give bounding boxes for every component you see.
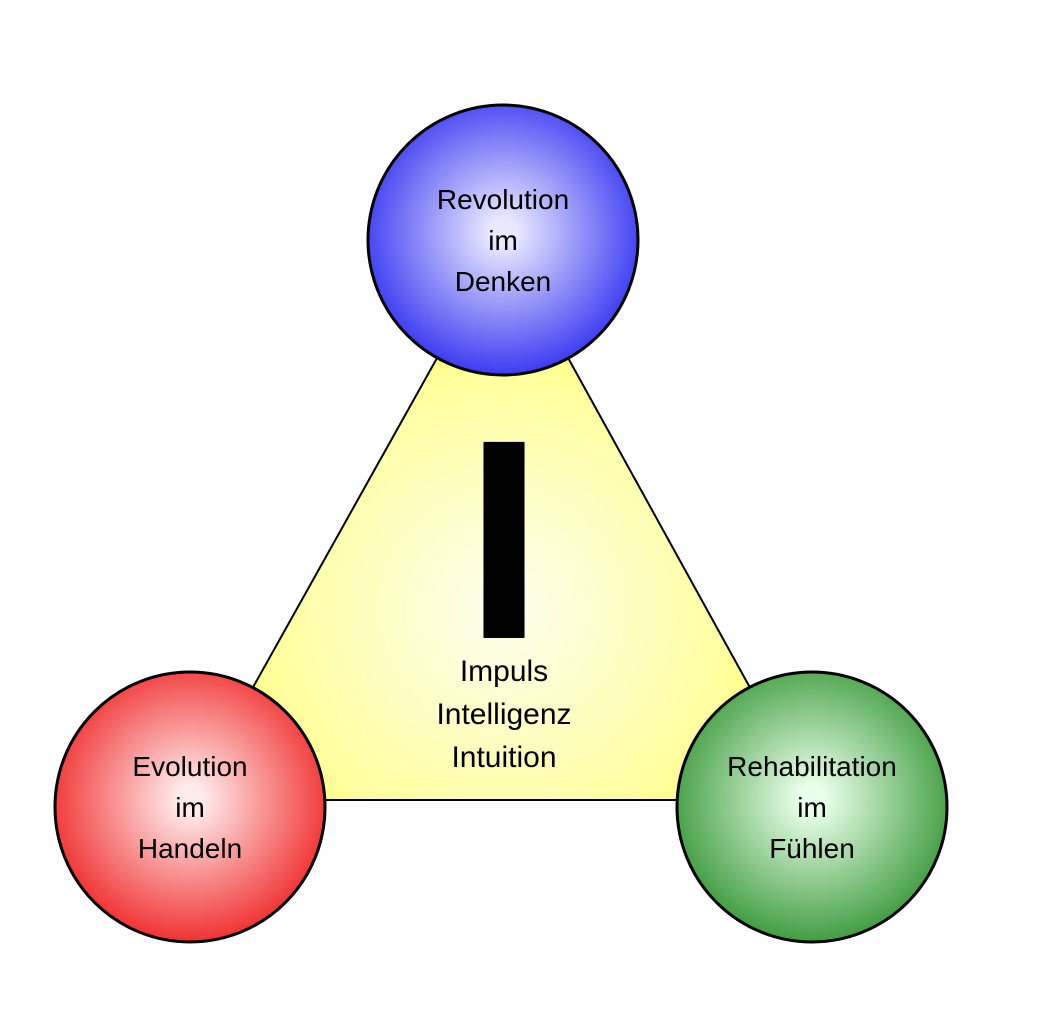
node-label-line: Revolution (436, 184, 570, 215)
node-label-line: im (175, 792, 205, 823)
node-label-rehabilitation: Rehabilitation im Fühlen (682, 746, 942, 869)
center-caption-line: Intuition (451, 741, 557, 774)
node-label-revolution: Revolution im Denken (373, 179, 633, 302)
center-caption-line: Intelligenz (436, 698, 572, 731)
node-label-line: im (797, 792, 827, 823)
node-label-line: Evolution (132, 751, 248, 782)
node-label-line: im (488, 225, 518, 256)
center-caption: Impuls Intelligenz Intuition (374, 650, 634, 779)
node-label-line: Rehabilitation (727, 751, 897, 782)
node-circle-rehabilitation (675, 670, 949, 944)
node-label-line: Fühlen (769, 833, 855, 864)
center-caption-line: Impuls (459, 655, 549, 688)
letter-i-glyph: I (464, 381, 543, 699)
node-label-line: Handeln (137, 833, 243, 864)
node-circle-evolution (53, 670, 327, 944)
triangle-shape (188, 237, 814, 801)
node-circle-revolution (366, 103, 640, 377)
node-label-evolution: Evolution im Handeln (60, 746, 320, 869)
node-label-line: Denken (454, 266, 552, 297)
